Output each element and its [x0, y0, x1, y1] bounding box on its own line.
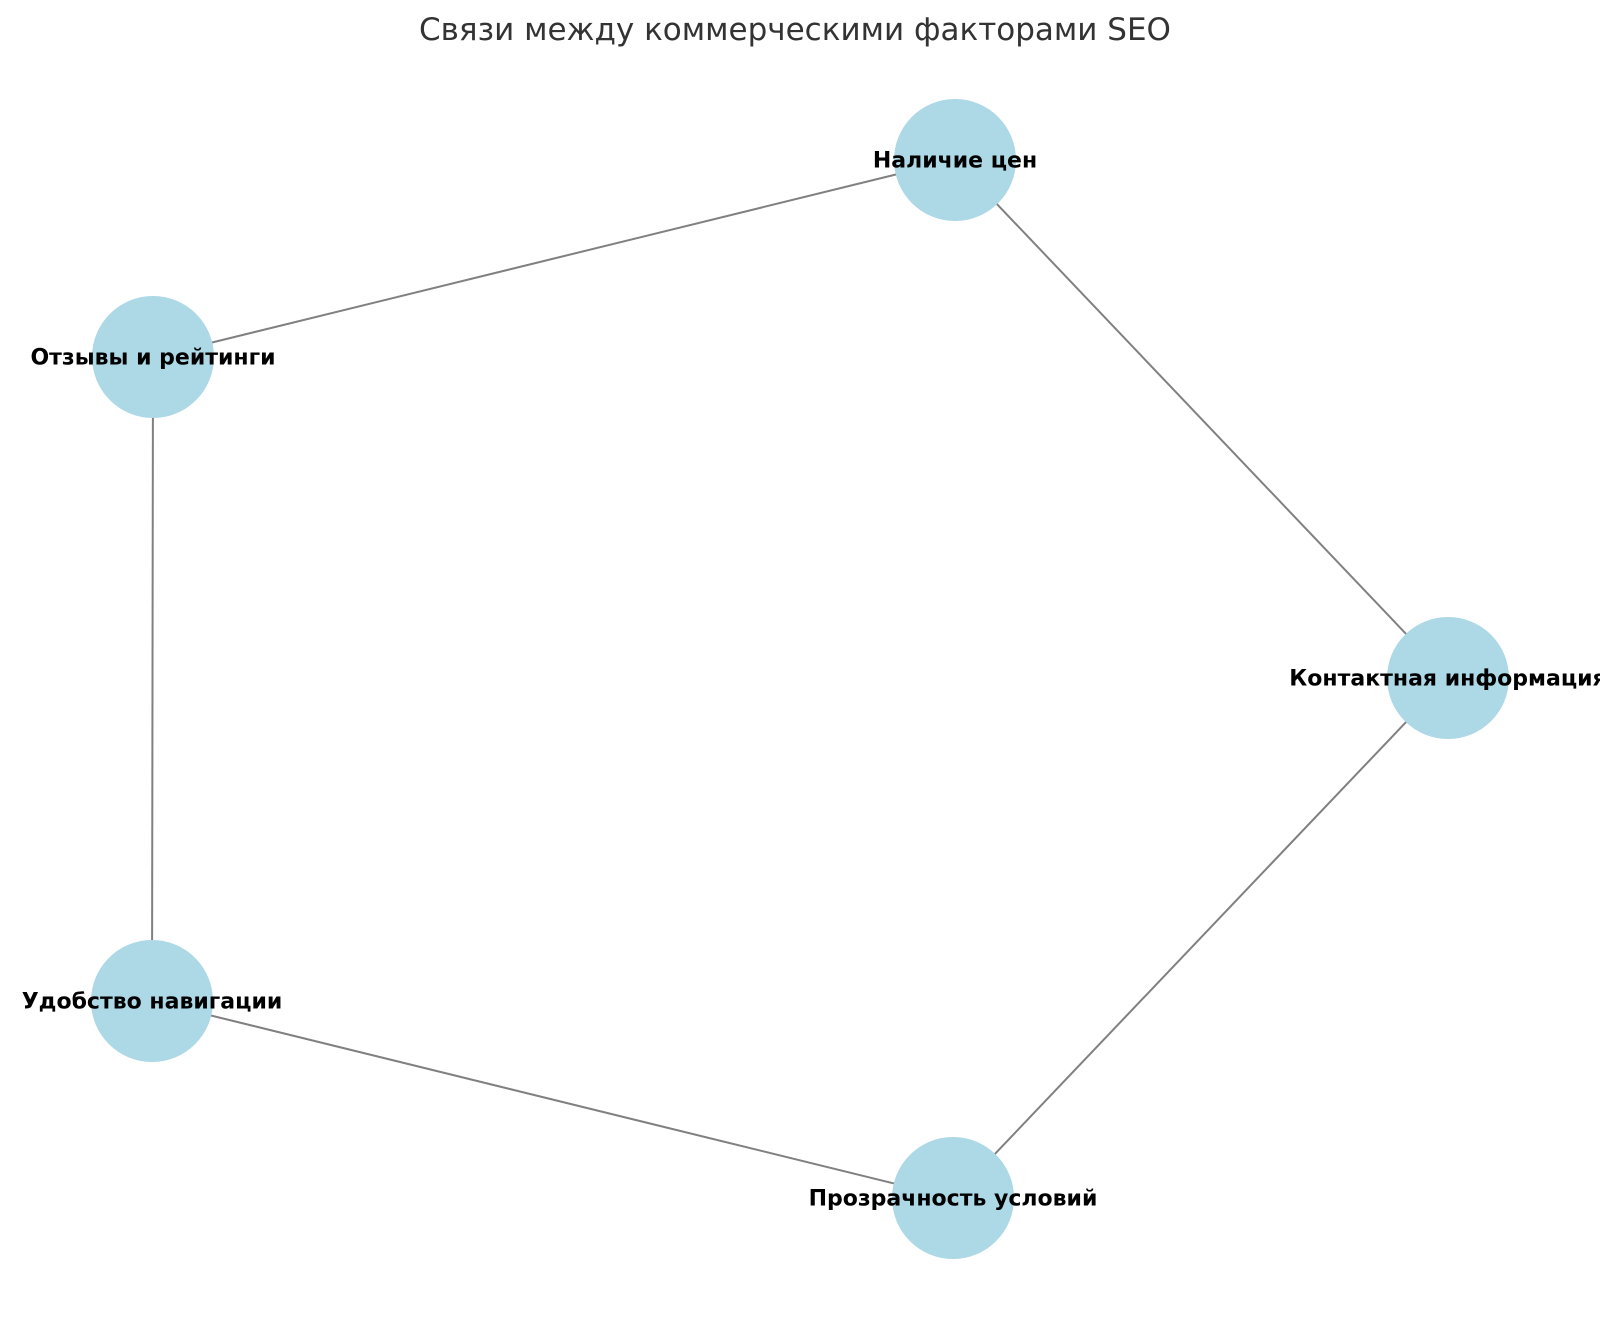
node-label-transparency: Прозрачность условий	[809, 1187, 1098, 1212]
nodes-layer	[91, 99, 1509, 1259]
diagram-title: Связи между коммерческими факторами SEO	[419, 12, 1171, 48]
edge-transparency-navigation	[151, 1000, 954, 1199]
edge-prices-contact	[954, 159, 1449, 679]
graph-node-contact	[1387, 617, 1509, 739]
graph-node-navigation	[91, 940, 213, 1062]
node-label-contact: Контактная информация	[1289, 667, 1600, 692]
edge-reviews-prices	[152, 159, 956, 358]
graph-node-transparency	[892, 1137, 1014, 1259]
node-label-navigation: Удобство навигации	[22, 990, 283, 1015]
node-label-reviews: Отзывы и рейтинги	[30, 346, 275, 371]
graph-node-reviews	[92, 296, 214, 418]
node-label-prices: Наличие цен	[873, 149, 1037, 174]
edges-layer	[151, 159, 1449, 1199]
edge-navigation-reviews	[151, 356, 154, 1002]
graph-node-prices	[894, 99, 1016, 221]
edge-contact-transparency	[952, 677, 1449, 1199]
